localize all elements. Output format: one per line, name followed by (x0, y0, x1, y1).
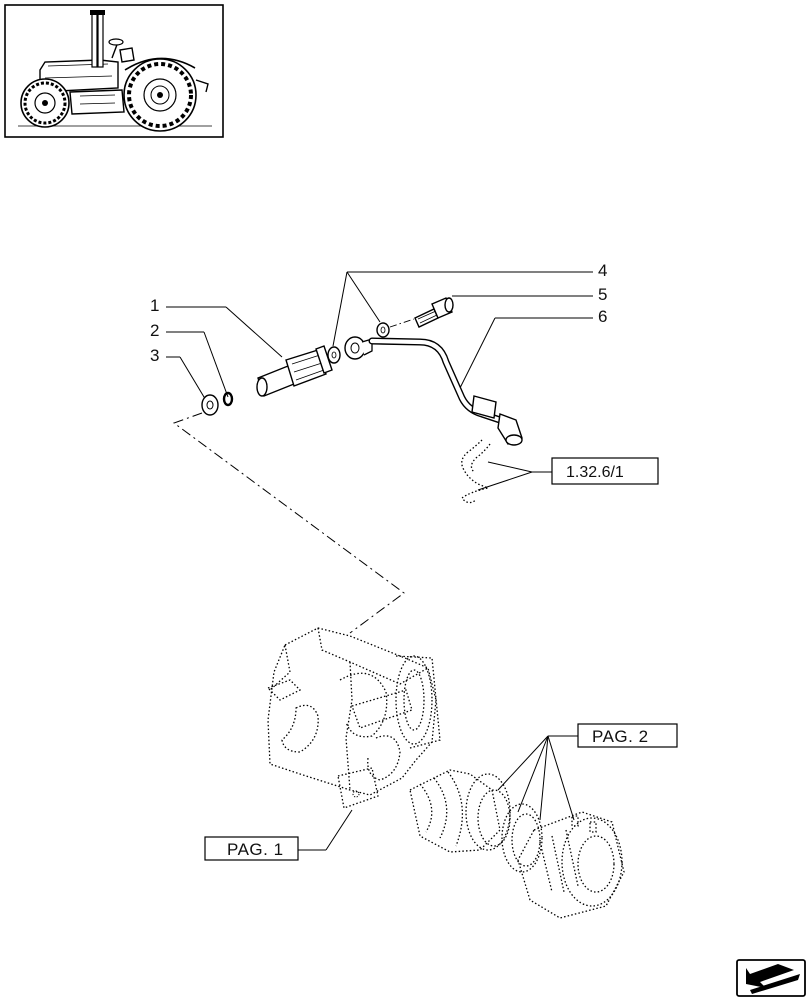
pag-2-reference[interactable]: PAG. 2 (577, 723, 678, 748)
sensor-assembly (201, 297, 523, 504)
coupling-group (409, 769, 625, 919)
callout-3: 3 (150, 346, 159, 365)
callout-leaders (166, 271, 593, 851)
axle-housing (266, 627, 441, 809)
callout-1: 1 (150, 296, 159, 315)
callout-6: 6 (598, 307, 607, 326)
reference-label: 1.32.6/1 (566, 464, 624, 481)
sensor-part-1 (256, 345, 333, 397)
callout-4: 4 (598, 261, 607, 280)
callout-2: 2 (150, 321, 159, 340)
bolt-part-5 (414, 297, 454, 328)
callout-labels: 1 2 3 4 5 6 (150, 261, 607, 365)
pipe-part-6 (344, 336, 523, 446)
pag-1-label: PAG. 1 (227, 840, 284, 859)
previous-page-arrow-icon[interactable] (736, 959, 806, 997)
tractor-thumbnail-icon[interactable] (4, 4, 224, 138)
flex-hose (461, 439, 491, 504)
callout-5: 5 (598, 285, 607, 304)
o-ring-part-2 (222, 391, 234, 407)
assembly-link-line (172, 412, 405, 634)
pag-1-reference[interactable]: PAG. 1 (204, 836, 299, 861)
pag-2-label: PAG. 2 (592, 727, 649, 746)
reference-1-32-6-1[interactable]: 1.32.6/1 (551, 457, 659, 485)
